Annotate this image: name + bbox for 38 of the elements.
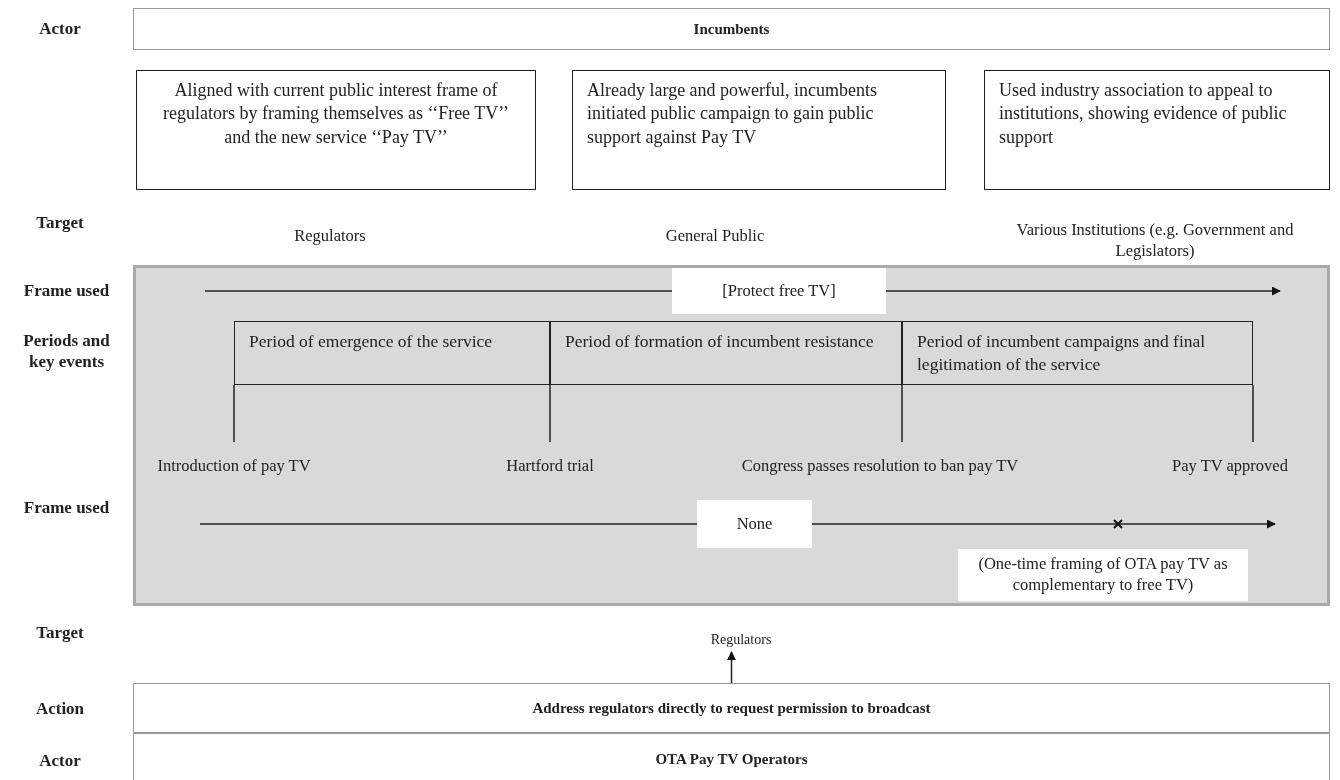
row-header: Actor [38, 750, 82, 772]
connector-line [233, 384, 235, 443]
connector-line [901, 384, 903, 443]
text-box: Used industry association to appeal to institutions, showing evidence of public support [984, 70, 1330, 190]
period-box: Period of incumbent campaigns and final legitimation of the service [902, 321, 1253, 385]
label-bar: Incumbents [133, 8, 1330, 50]
event-label: Congress passes resolution to ban pay TV [700, 442, 1060, 482]
row-header: Frame used [22, 280, 111, 302]
target-label: Regulators [700, 628, 782, 652]
arrow [811, 519, 1276, 529]
row-header: Target [35, 622, 85, 644]
arrow [727, 651, 736, 684]
row-header: Frame used [22, 497, 111, 519]
connector-line [549, 384, 551, 443]
note-box: (One-time framing of OTA pay TV as complementary to free TV) [958, 549, 1248, 601]
label-bar: Address regulators directly to request permission to broadcast [133, 683, 1330, 733]
target-label: General Public [664, 226, 766, 247]
event-label: Pay TV approved [1140, 442, 1320, 482]
text-box: Aligned with current public interest frame of regulators by framing themselves as ‘‘Free TV’’ and the new service ‘‘Pay TV’’ [136, 70, 536, 190]
period-box: Period of emergence of the service [234, 321, 550, 385]
target-label: Regulators [293, 226, 367, 247]
event-label: Introduction of pay TV [150, 442, 318, 482]
target-label: Various Institutions (e.g. Government and Legislators) [1015, 220, 1295, 262]
connector-line [204, 290, 673, 292]
row-header: Actor [38, 18, 82, 40]
connector-line [199, 523, 698, 525]
period-box: Period of formation of incumbent resistance [550, 321, 902, 385]
row-header: Target [35, 212, 85, 234]
frame-box: None [697, 500, 812, 548]
text-box: Already large and powerful, incumbents initiated public campaign to gain public support against Pay TV [572, 70, 946, 190]
arrow [885, 286, 1281, 296]
connector-line [1252, 384, 1254, 443]
event-label: Hartford trial [470, 442, 630, 482]
timeline-panel [133, 265, 1330, 606]
label-bar: OTA Pay TV Operators [133, 733, 1330, 780]
row-header: Action [34, 698, 86, 720]
row-header: Periods and key events [22, 330, 111, 373]
frame-box: [Protect free TV] [672, 268, 886, 314]
